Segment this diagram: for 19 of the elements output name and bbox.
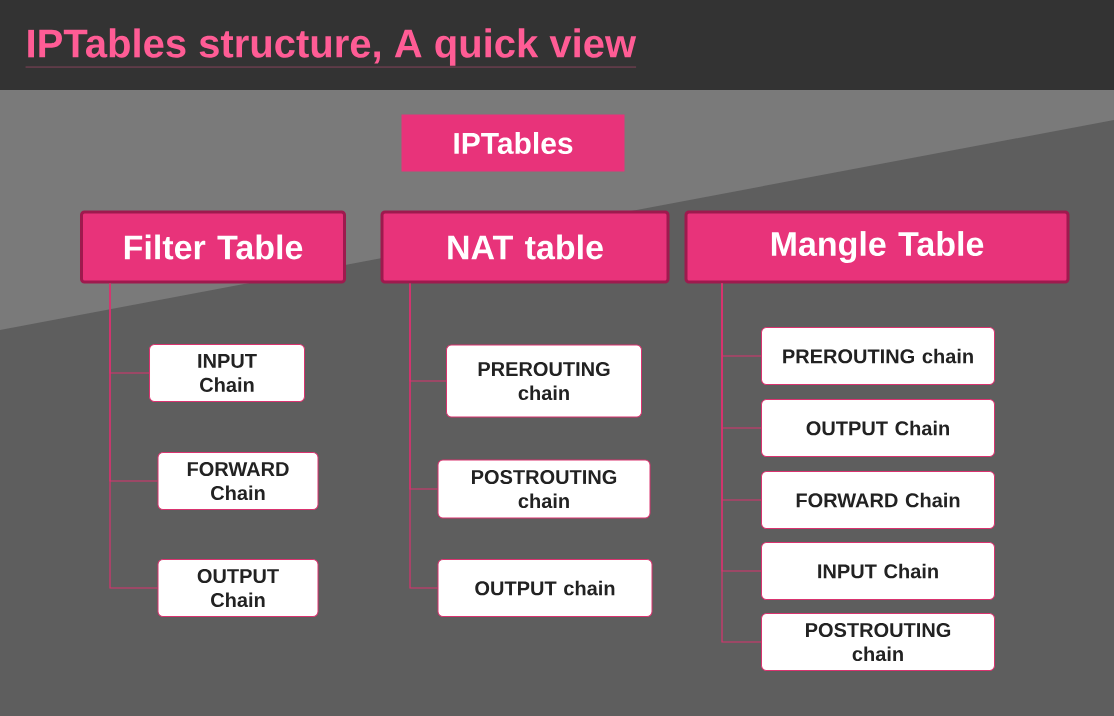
connector-line bbox=[721, 282, 762, 643]
chain-box: PREROUTING chain bbox=[761, 327, 995, 385]
chain-box: INPUT Chain bbox=[761, 542, 995, 600]
root-box: IPTables bbox=[401, 114, 625, 172]
chain-box: POSTROUTING chain bbox=[437, 459, 651, 519]
chain-box: POSTROUTING chain bbox=[761, 613, 995, 671]
chain-box: OUTPUT chain bbox=[437, 559, 653, 617]
chain-box: OUTPUT Chain bbox=[761, 399, 995, 457]
chain-box: PREROUTING chain bbox=[446, 344, 642, 418]
connector-line bbox=[409, 282, 439, 589]
title: IPTables structure, A quick view bbox=[25, 28, 637, 68]
table-box: Mangle Table bbox=[684, 210, 1070, 284]
chain-box: FORWARD Chain bbox=[157, 452, 319, 510]
table-box: NAT table bbox=[380, 210, 670, 284]
chain-box: FORWARD Chain bbox=[761, 471, 995, 529]
chain-box: OUTPUT Chain bbox=[157, 559, 319, 617]
chain-box: INPUT Chain bbox=[149, 344, 305, 402]
connector-line bbox=[109, 282, 159, 589]
table-box: Filter Table bbox=[80, 210, 346, 284]
